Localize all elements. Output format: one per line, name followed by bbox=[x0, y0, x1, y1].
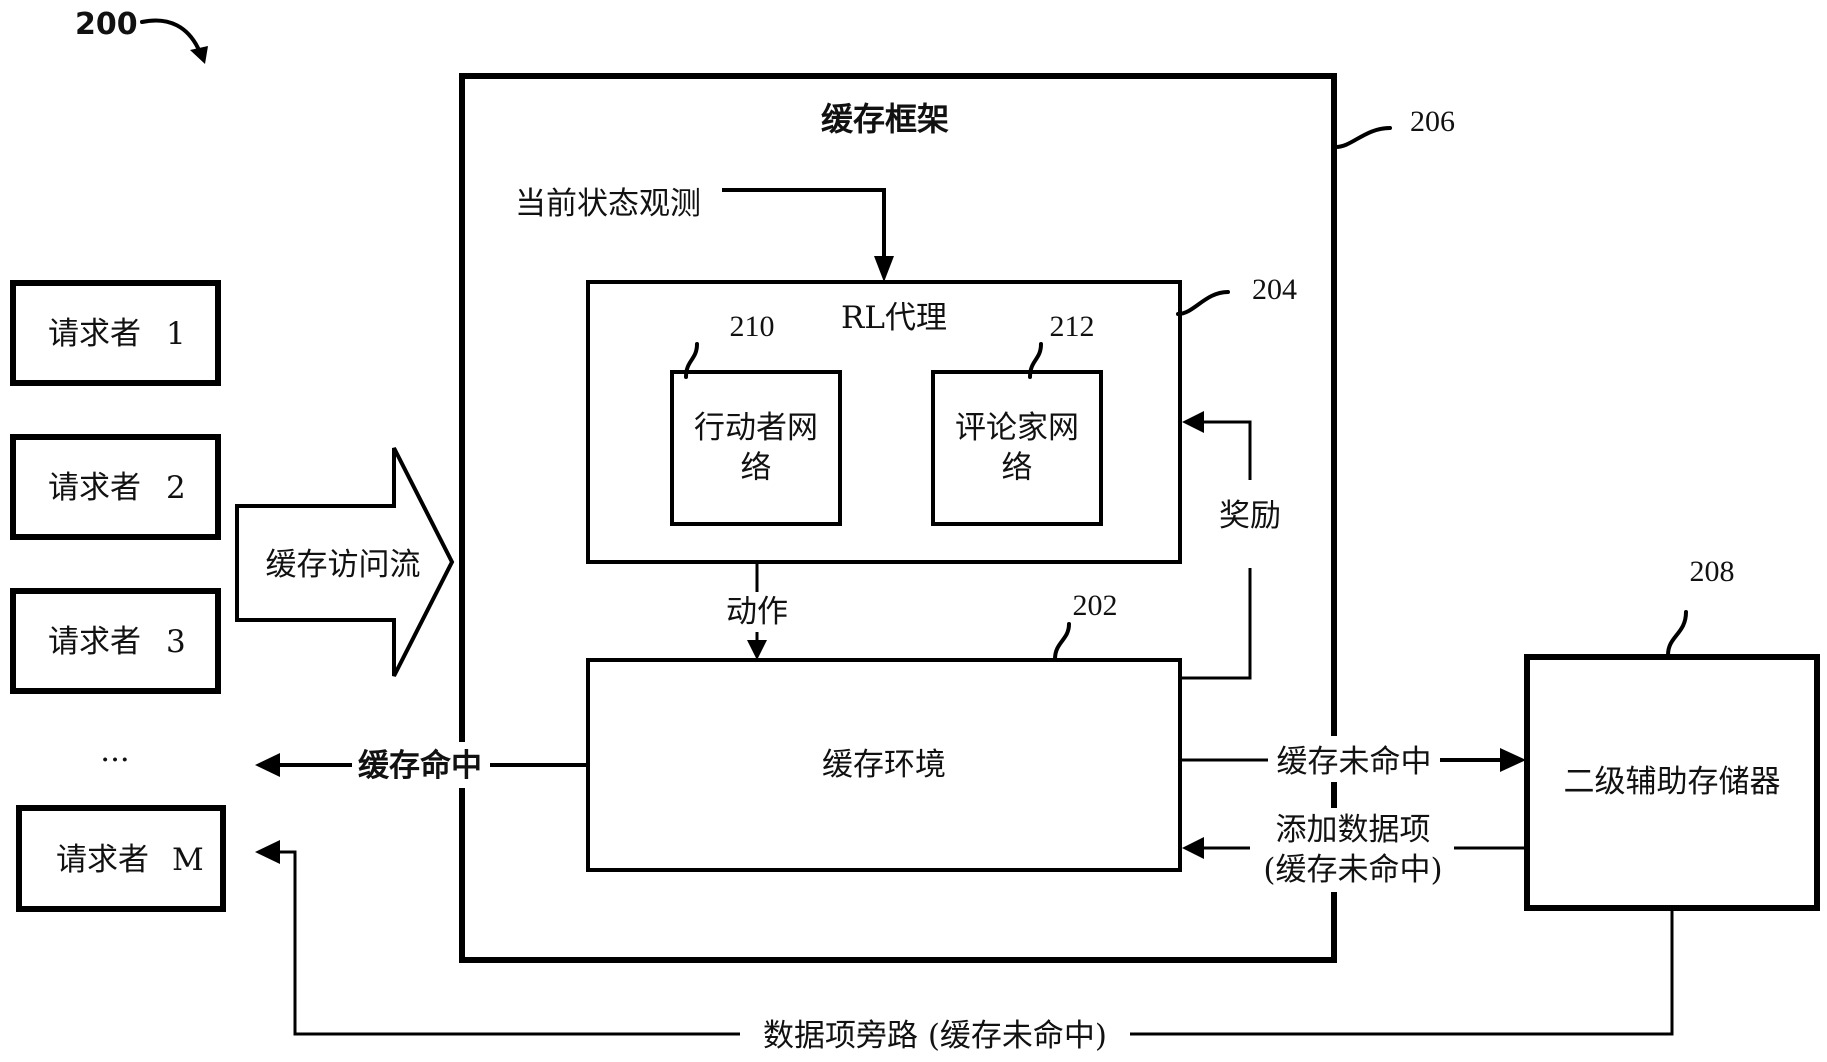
actor-network-label-line1: 行动者网 bbox=[694, 410, 818, 446]
requester-id: 3 bbox=[166, 624, 186, 660]
ref-leader-208 bbox=[1666, 610, 1688, 657]
figure-pointer-arrowhead bbox=[190, 46, 208, 64]
requester-ellipsis: ··· bbox=[100, 742, 130, 778]
action-label: 动作 bbox=[726, 594, 788, 630]
action-arrowhead bbox=[747, 640, 767, 660]
critic-network-label-line2: 络 bbox=[1002, 450, 1033, 486]
cache-environment-title: 缓存环境 bbox=[822, 747, 946, 783]
ref-206: 206 bbox=[1410, 105, 1455, 138]
actor-network-label-line2: 络 bbox=[741, 450, 772, 486]
figure-number: 200 bbox=[75, 7, 138, 42]
observation-label: 当前状态观测 bbox=[515, 186, 701, 222]
requester-2: 请求者 2 bbox=[10, 434, 221, 540]
cache-miss-label: 缓存未命中 bbox=[1277, 744, 1432, 780]
figure-pointer-arrow bbox=[140, 18, 200, 50]
bypass-line-right bbox=[1130, 908, 1674, 1036]
critic-network-box bbox=[931, 370, 1103, 526]
bypass-label-bg bbox=[740, 1012, 1130, 1058]
bypass-line-left bbox=[270, 850, 740, 1036]
requester-id: 1 bbox=[166, 316, 186, 352]
reward-label-bg bbox=[1214, 494, 1286, 538]
ref-leader-210 bbox=[684, 342, 699, 379]
requester-box bbox=[16, 805, 226, 912]
rl-agent-title: RL代理 bbox=[841, 300, 947, 336]
ref-208: 208 bbox=[1690, 555, 1735, 588]
add-item-label-line1: 添加数据项 bbox=[1276, 812, 1431, 848]
access-stream-arrow bbox=[235, 447, 455, 677]
ref-leader-206 bbox=[1334, 126, 1392, 149]
cache-miss-arrowhead bbox=[1500, 748, 1526, 772]
requester-label: 请求者 bbox=[48, 470, 141, 506]
requester-3: 请求者 3 bbox=[10, 588, 221, 694]
ref-leader-212 bbox=[1028, 342, 1043, 379]
critic-network-label-line1: 评论家网 bbox=[955, 410, 1079, 446]
ref-212: 212 bbox=[1050, 310, 1095, 343]
bypass-arrowhead bbox=[255, 840, 280, 864]
ref-210: 210 bbox=[730, 310, 775, 343]
cache-framework-title: 缓存框架 bbox=[821, 100, 949, 138]
requester-m: 请求者 M bbox=[16, 805, 226, 912]
requester-1: 请求者 1 bbox=[10, 280, 221, 386]
bypass-label: 数据项旁路 (缓存未命中) bbox=[763, 1018, 1107, 1054]
secondary-storage-title: 二级辅助存储器 bbox=[1564, 764, 1781, 800]
actor-network-box bbox=[670, 370, 842, 526]
cache-hit-label-bg bbox=[355, 742, 490, 788]
ref-leader-202 bbox=[1053, 622, 1071, 661]
add-item-label-bg bbox=[1250, 808, 1454, 892]
access-stream-label: 缓存访问流 bbox=[266, 547, 421, 583]
ref-204: 204 bbox=[1252, 273, 1297, 306]
requester-box bbox=[10, 280, 221, 386]
observation-arrowhead bbox=[874, 256, 894, 282]
requester-label: 请求者 bbox=[48, 316, 141, 352]
cache-environment-box bbox=[586, 658, 1182, 872]
reward-line-lower bbox=[1180, 568, 1252, 680]
add-item-label-line2: (缓存未命中) bbox=[1263, 852, 1442, 888]
requester-id: M bbox=[172, 842, 204, 878]
ref-202: 202 bbox=[1073, 589, 1118, 622]
secondary-storage-box bbox=[1524, 654, 1820, 911]
cache-hit-label: 缓存命中 bbox=[358, 748, 482, 784]
requester-box bbox=[10, 434, 221, 540]
reward-line-upper bbox=[1200, 420, 1252, 480]
reward-label: 奖励 bbox=[1219, 498, 1281, 534]
cache-hit-arrowhead bbox=[255, 753, 280, 777]
cache-miss-label-bg bbox=[1268, 736, 1440, 782]
requester-label: 请求者 bbox=[56, 842, 149, 878]
add-item-arrowhead bbox=[1182, 837, 1204, 859]
requester-box bbox=[10, 588, 221, 694]
requester-label: 请求者 bbox=[48, 624, 141, 660]
ref-leader-204 bbox=[1176, 290, 1230, 316]
observation-arrow-line bbox=[722, 188, 886, 262]
requester-id: 2 bbox=[166, 470, 186, 506]
reward-arrowhead bbox=[1182, 411, 1204, 433]
